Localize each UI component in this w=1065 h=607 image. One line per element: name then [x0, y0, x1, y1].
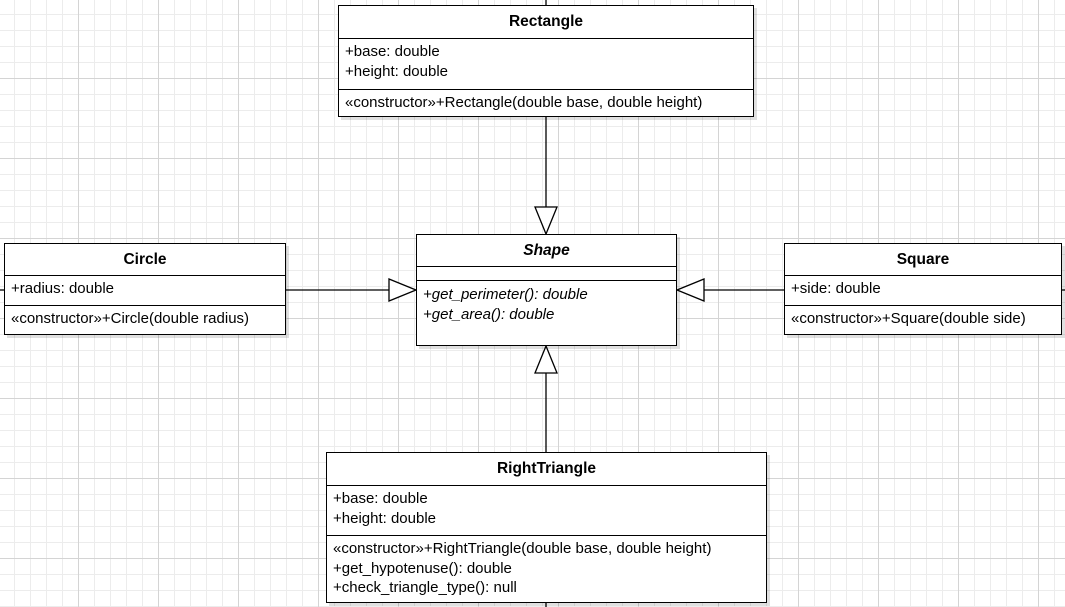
class-name-circle: Circle	[5, 244, 285, 276]
attribute-base: +base: double	[345, 43, 440, 60]
methods-section-shape: +get_perimeter(): double +get_area(): do…	[417, 281, 676, 324]
attributes-section-square: +side: double	[785, 276, 1061, 306]
class-name-righttriangle: RightTriangle	[327, 453, 766, 486]
attributes-section-circle: +radius: double	[5, 276, 285, 306]
class-square[interactable]: Square +side: double «constructor»+Squar…	[784, 243, 1062, 335]
generalization-rectangle-shape[interactable]	[534, 117, 558, 236]
methods-section-rectangle: «constructor»+Rectangle(double base, dou…	[339, 90, 753, 113]
attribute-height: +height: double	[345, 62, 449, 80]
class-righttriangle[interactable]: RightTriangle +base: double +height: dou…	[326, 452, 767, 603]
methods-section-circle: «constructor»+Circle(double radius)	[5, 306, 285, 329]
method-constructor: «constructor»+Circle(double radius)	[11, 310, 250, 327]
method-get-hypotenuse: +get_hypotenuse(): double	[333, 559, 512, 577]
method-get-area: +get_area(): double	[423, 305, 555, 323]
class-shape[interactable]: Shape +get_perimeter(): double +get_area…	[416, 234, 677, 346]
class-circle[interactable]: Circle +radius: double «constructor»+Cir…	[4, 243, 286, 335]
generalization-righttriangle-shape[interactable]	[534, 344, 558, 452]
attributes-section-righttriangle: +base: double +height: double	[327, 486, 766, 536]
method-constructor: «constructor»+RightTriangle(double base,…	[333, 540, 712, 557]
methods-section-righttriangle: «constructor»+RightTriangle(double base,…	[327, 536, 766, 598]
attribute-radius: +radius: double	[11, 280, 114, 297]
method-check-triangle-type: +check_triangle_type(): null	[333, 579, 517, 596]
attribute-base: +base: double	[333, 490, 428, 507]
method-constructor: «constructor»+Rectangle(double base, dou…	[345, 94, 703, 111]
attribute-side: +side: double	[791, 280, 881, 297]
methods-section-square: «constructor»+Square(double side)	[785, 306, 1061, 329]
attributes-section-shape	[417, 267, 676, 281]
generalization-square-shape[interactable]	[675, 278, 784, 302]
generalization-circle-shape[interactable]	[286, 278, 418, 302]
attribute-height: +height: double	[333, 509, 437, 527]
method-get-perimeter: +get_perimeter(): double	[423, 286, 588, 303]
class-name-rectangle: Rectangle	[339, 6, 753, 39]
method-constructor: «constructor»+Square(double side)	[791, 310, 1026, 327]
class-rectangle[interactable]: Rectangle +base: double +height: double …	[338, 5, 754, 117]
attributes-section-rectangle: +base: double +height: double	[339, 39, 753, 90]
class-name-shape: Shape	[417, 235, 676, 267]
class-name-square: Square	[785, 244, 1061, 276]
